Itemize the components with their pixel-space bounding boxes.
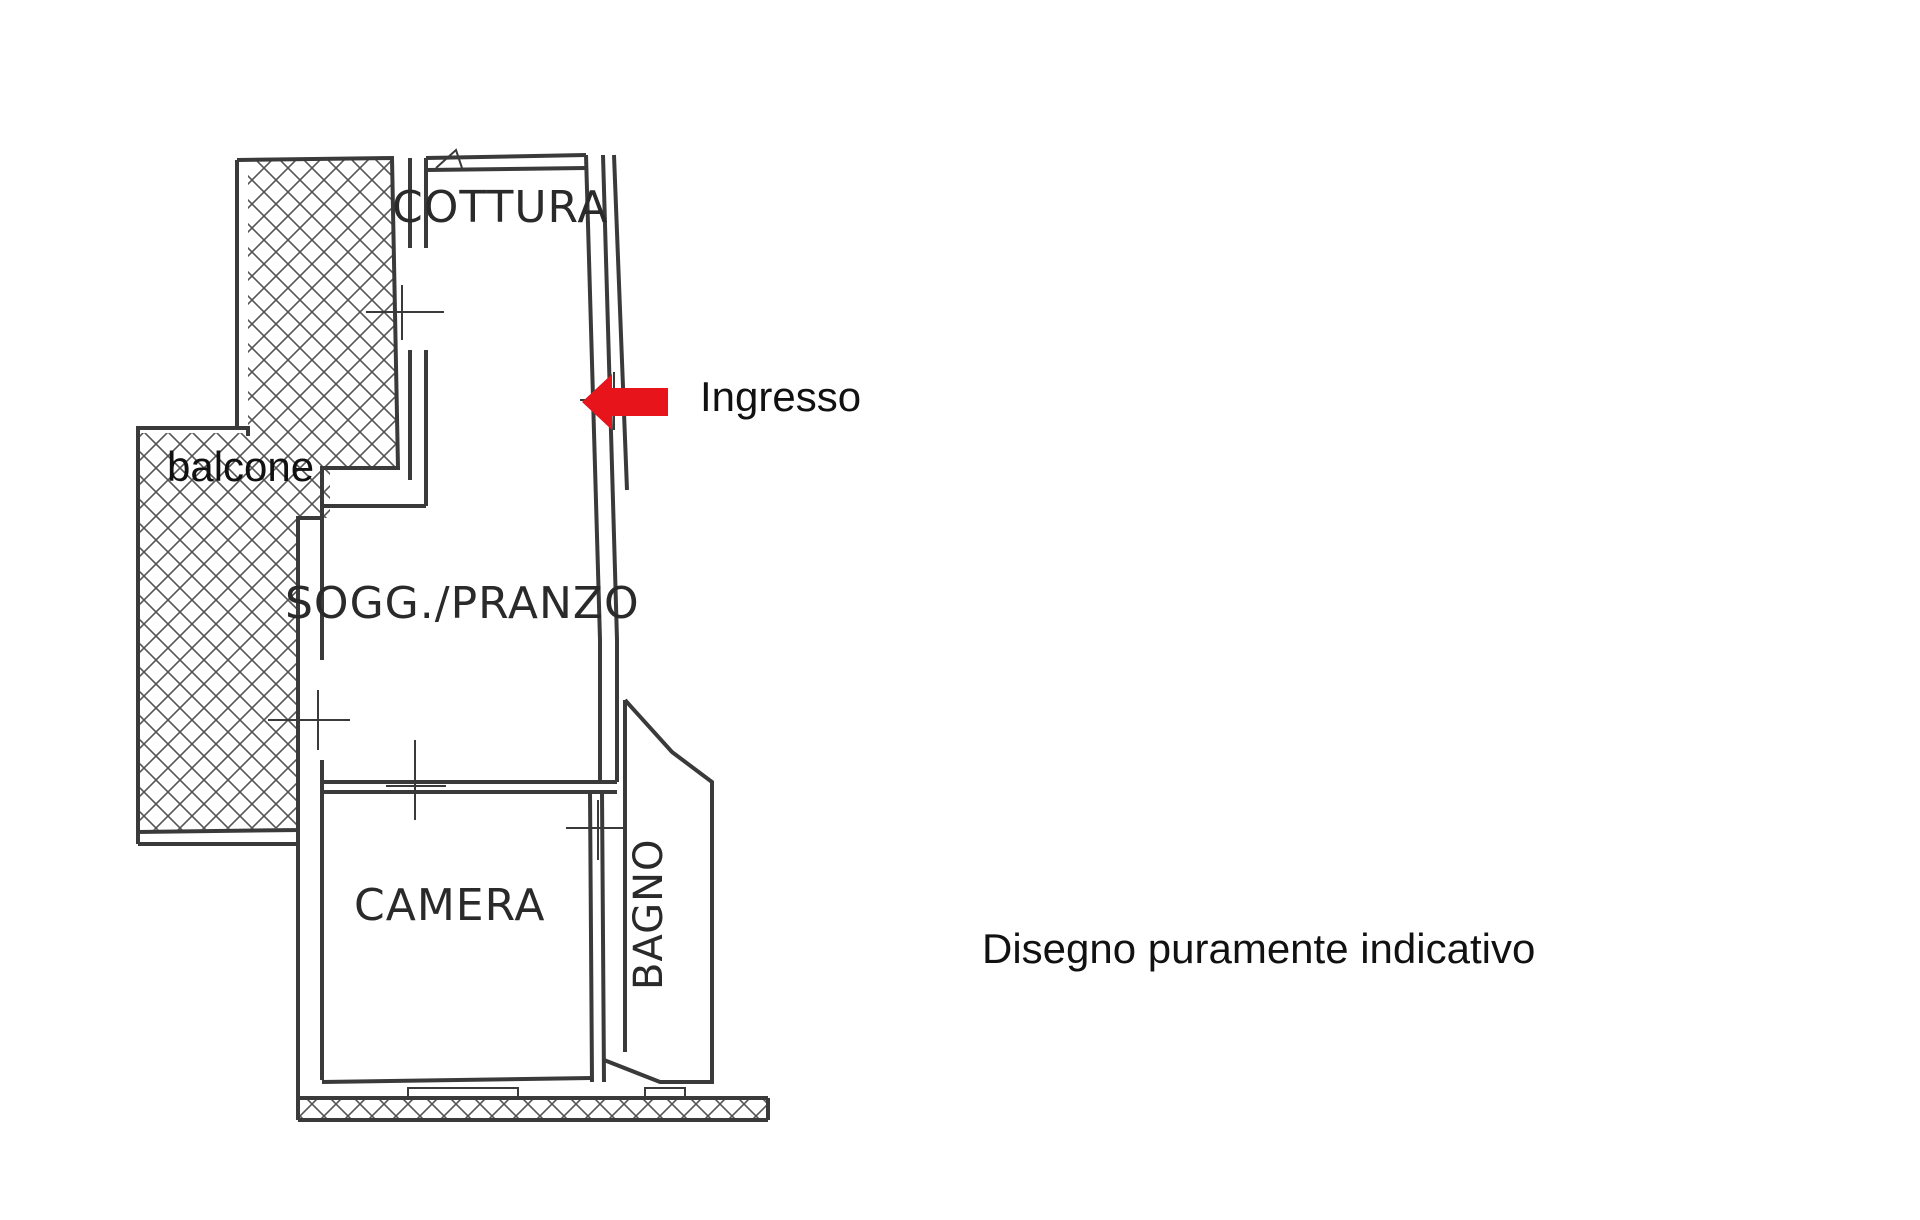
- room-label-camera: CAMERA: [354, 880, 545, 931]
- disclaimer-note: Disegno puramente indicativo: [982, 925, 1536, 972]
- entrance-label: Ingresso: [700, 373, 862, 420]
- room-label-cottura: COTTURA: [392, 182, 608, 233]
- room-label-bagno: BAGNO: [626, 838, 672, 990]
- arrow-left-icon: [582, 374, 668, 430]
- base-hatch: [300, 1100, 766, 1118]
- balcony-hatch: [138, 158, 397, 830]
- balcony-label: balcone: [167, 443, 315, 490]
- exterior-walls: [296, 153, 770, 1122]
- balcony-outline: [136, 155, 401, 846]
- room-label-soggiorno: SOGG./PRANZO: [285, 578, 640, 629]
